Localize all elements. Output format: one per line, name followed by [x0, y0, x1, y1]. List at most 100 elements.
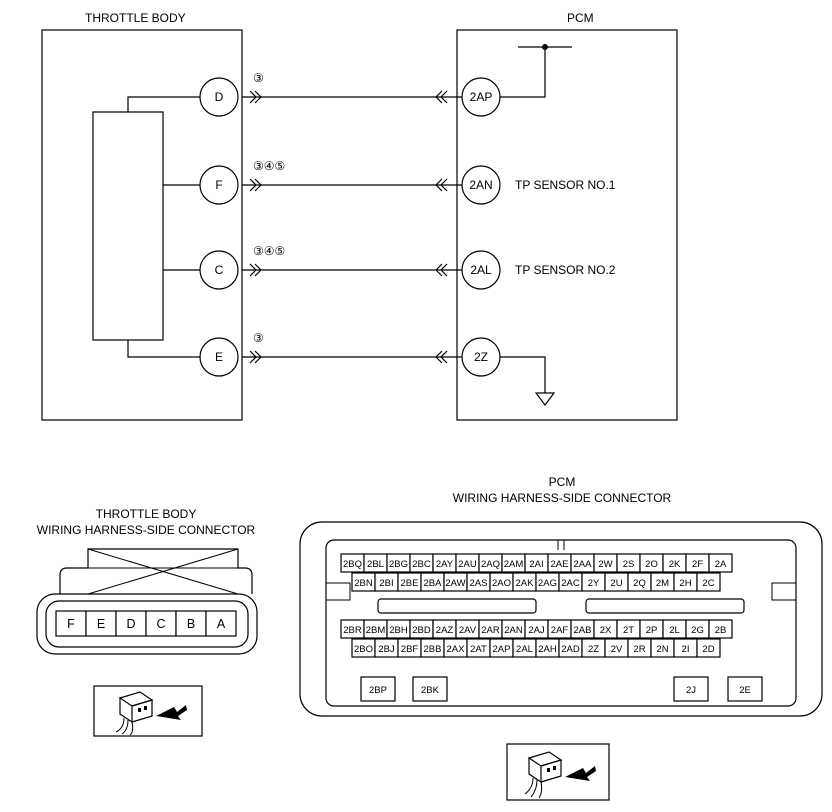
pcm-pin-label: 2AI	[529, 559, 543, 570]
special-terminal-label: 2BP	[369, 685, 387, 696]
pcm-pin-label: 2L	[669, 625, 680, 636]
wire-row-3: C 2AL ③④⑤ TP SENSOR NO.2	[199, 244, 616, 290]
pcm-pin-label: 2AE	[551, 559, 569, 570]
pcm-pin-label: 2Y	[588, 578, 600, 589]
connector-chevron-left	[254, 90, 262, 104]
special-terminal-label: 2E	[739, 685, 751, 696]
pcm-pin-label: 2AC	[561, 578, 580, 589]
pcm-pin-label: 2BG	[389, 559, 408, 570]
pcm-pin-label: 2AP	[493, 644, 511, 655]
throttle-body-connector	[36, 548, 258, 655]
wire-row-4: E 2Z ③	[199, 331, 501, 377]
tb-pin-label: E	[215, 350, 223, 364]
pcm-pin-label: 2BF	[401, 644, 419, 655]
connector-chevron-right	[440, 263, 448, 277]
pcm-pin-label: 2Z	[474, 350, 488, 364]
wire-row-2: F 2AN ③④⑤ TP SENSOR NO.1	[199, 159, 616, 205]
pcm-pin-label: 2U	[610, 578, 622, 589]
tb-connector-pin-cell	[205, 610, 237, 637]
circled-reference: ③④⑤	[253, 159, 285, 173]
connector-chevron-right	[440, 90, 448, 104]
tb-connector-pin-label: F	[67, 617, 75, 631]
connector-chevron-right	[435, 178, 443, 192]
tb-pin-circle	[199, 337, 239, 377]
pcm-pin-label: 2BH	[389, 625, 408, 636]
pcm-special-terminals: 2BP 2BK 2J 2E	[360, 676, 763, 702]
tp-sensor-element	[92, 111, 164, 341]
connector-view-icon	[506, 743, 610, 801]
pcm-pin-label: 2Q	[633, 578, 646, 589]
connector-chevron-left	[249, 90, 257, 104]
pcm-pin-label: 2AM	[504, 559, 524, 570]
throttle-body-title: THROTTLE BODY	[85, 11, 186, 25]
pcm-pin-label: 2AX	[447, 644, 466, 655]
pcm-pin-label: 2BJ	[378, 644, 395, 655]
pcm-pin-label: 2AN	[504, 625, 523, 636]
pcm-pin-label: 2BB	[424, 644, 442, 655]
pcm-pin-label: 2BA	[424, 578, 443, 589]
pcm-pin-label: 2BC	[412, 559, 431, 570]
pcm-pin-label: 2AS	[470, 578, 488, 589]
connector-chevron-right	[435, 90, 443, 104]
tb-connector-pin-cell	[85, 610, 117, 637]
junction-dot	[542, 44, 548, 50]
pcm-pin-label: 2AL	[470, 263, 492, 277]
connector-chevron-left	[254, 263, 262, 277]
tb-connector-pin-cell	[115, 610, 147, 637]
pcm-pin-label: 2A	[715, 559, 727, 570]
pcm-pin-label: 2AW	[445, 578, 465, 589]
connector-view-icon	[93, 685, 203, 737]
ground-wire	[500, 356, 546, 393]
tb-connector-title-line1: THROTTLE BODY	[96, 507, 197, 521]
pcm-pin-label: 2AB	[574, 625, 592, 636]
pcm-pin-label: 2AY	[436, 559, 454, 570]
tb-pin-circle	[199, 165, 239, 205]
connector-chevron-left	[249, 350, 257, 364]
connector-chevron-right	[435, 350, 443, 364]
pcm-pin-label: 2P	[646, 625, 658, 636]
pcm-pin-label: 2I	[682, 644, 690, 655]
pcm-pin-label: 2AZ	[436, 625, 454, 636]
pcm-pin-label: 2K	[669, 559, 681, 570]
pcm-pin-label: 2BE	[401, 578, 419, 589]
pcm-pin-label: 2AT	[470, 644, 487, 655]
pcm-pin-label: 2AO	[492, 578, 511, 589]
tb-pin-label: D	[215, 90, 224, 104]
pcm-pin-label: 2G	[691, 625, 704, 636]
ground-symbol-icon	[534, 392, 556, 406]
pcm-pin-cell	[708, 619, 733, 639]
pcm-pin-label: 2T	[623, 625, 634, 636]
tb-connector-title-line2: WIRING HARNESS-SIDE CONNECTOR	[37, 523, 256, 537]
sensor-lead-e	[127, 340, 200, 358]
connector-chevron-right	[440, 178, 448, 192]
pcm-pin-label: 2BM	[366, 625, 386, 636]
pcm-pin-label: 2N	[656, 644, 668, 655]
pcm-pin-label: 2R	[633, 644, 645, 655]
pcm-pin-circle	[461, 250, 501, 290]
pcm-pin-label: 2AF	[551, 625, 569, 636]
pcm-pin-label: 2S	[623, 559, 635, 570]
pcm-pin-label: 2X	[600, 625, 612, 636]
tb-connector-pin-cell	[55, 610, 87, 637]
connector-chevron-left	[254, 178, 262, 192]
circled-reference: ③	[253, 71, 264, 85]
pcm-pin-label: 2AQ	[481, 559, 500, 570]
wire-row-1: D 2AP ③	[199, 71, 501, 117]
pcm-pin-circle	[461, 165, 501, 205]
pcm-pin-label: 2AU	[458, 559, 477, 570]
tb-pin-label: C	[215, 263, 224, 277]
pcm-pin-label: 2AN	[469, 178, 492, 192]
pcm-pin-label: 2BR	[343, 625, 362, 636]
pcm-pin-label: 2BL	[367, 559, 384, 570]
tb-connector-pin-label: A	[217, 617, 226, 631]
pcm-pin-cell	[696, 638, 721, 658]
pcm-pin-label: 2V	[611, 644, 623, 655]
tb-connector-pin-label: C	[156, 617, 165, 631]
pcm-pin-label: 2BO	[354, 644, 373, 655]
pcm-connector-title-line1: PCM	[549, 475, 576, 489]
circled-reference: ③	[253, 331, 264, 345]
tb-connector-pins: F E D C B A	[55, 610, 237, 637]
pcm-pin-label: 2AR	[481, 625, 500, 636]
pcm-pin-label: 2AH	[538, 644, 557, 655]
tb-pin-circle	[199, 250, 239, 290]
